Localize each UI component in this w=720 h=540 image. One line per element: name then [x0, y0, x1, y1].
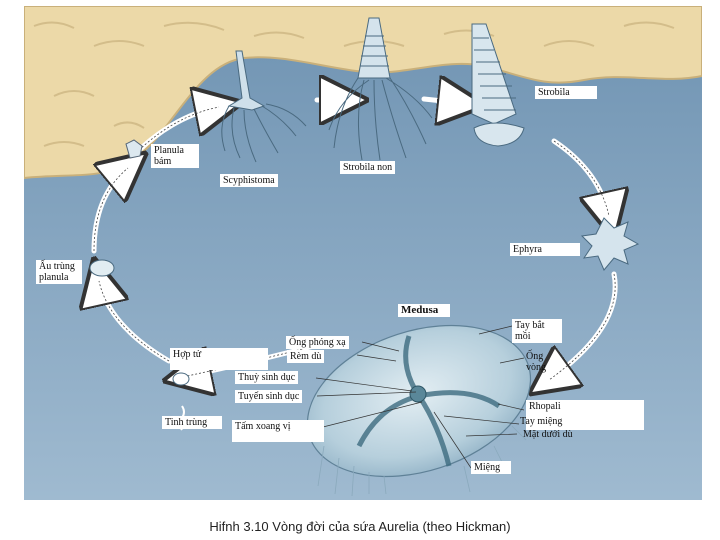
label-rem-du: Rèm dù	[287, 350, 325, 363]
label-tuyen-sinh-duc: Tuyến sinh dục	[235, 390, 303, 403]
label-mieng: Miệng	[471, 461, 511, 474]
label-strobila: Strobila	[535, 86, 597, 99]
planula-attached	[125, 139, 143, 159]
ephyra-stage	[580, 217, 640, 271]
label-medusa: Medusa	[398, 304, 450, 317]
label-ong-phong-xa: Ống phóng xạ	[286, 336, 349, 349]
label-tam-xoang-vi: Tấm xoang vị	[232, 420, 324, 442]
label-tay-mieng: Tay miệng	[520, 416, 563, 427]
label-mat-duoi-du: Mặt dưới dù	[523, 429, 573, 440]
label-au-trung-planula: Ấu trùng planula	[36, 260, 82, 284]
label-tay-bat-moi: Tay bắt mồi	[512, 319, 562, 343]
strobila-stack	[471, 23, 525, 147]
medusa-adult	[306, 324, 532, 497]
label-strobila-non: Strobila non	[340, 161, 396, 174]
figure-caption: Hifnh 3.10 Vòng đời của sứa Aurelia (the…	[209, 519, 511, 534]
label-thuy-sinh-duc: Thuỳ sinh dục	[235, 371, 299, 384]
planula-larva	[89, 259, 115, 277]
label-hop-tu: Hợp tử	[170, 348, 268, 370]
life-cycle-figure: Planula bám Scyphistoma Strobila non Str…	[24, 6, 702, 500]
label-ephyra: Ephyra	[510, 243, 580, 256]
label-planula-bam: Planula bám	[151, 144, 199, 168]
zygote	[172, 372, 190, 386]
label-ong-vong: Ống vòng	[526, 351, 546, 373]
scyphistoma-polyp	[221, 50, 307, 163]
label-tinh-trung: Tinh trùng	[162, 416, 222, 429]
leader-lines	[315, 325, 525, 469]
label-rhopali: Rhopali	[526, 400, 644, 430]
label-scyphistoma: Scyphistoma	[220, 174, 278, 187]
young-strobila	[328, 17, 433, 161]
